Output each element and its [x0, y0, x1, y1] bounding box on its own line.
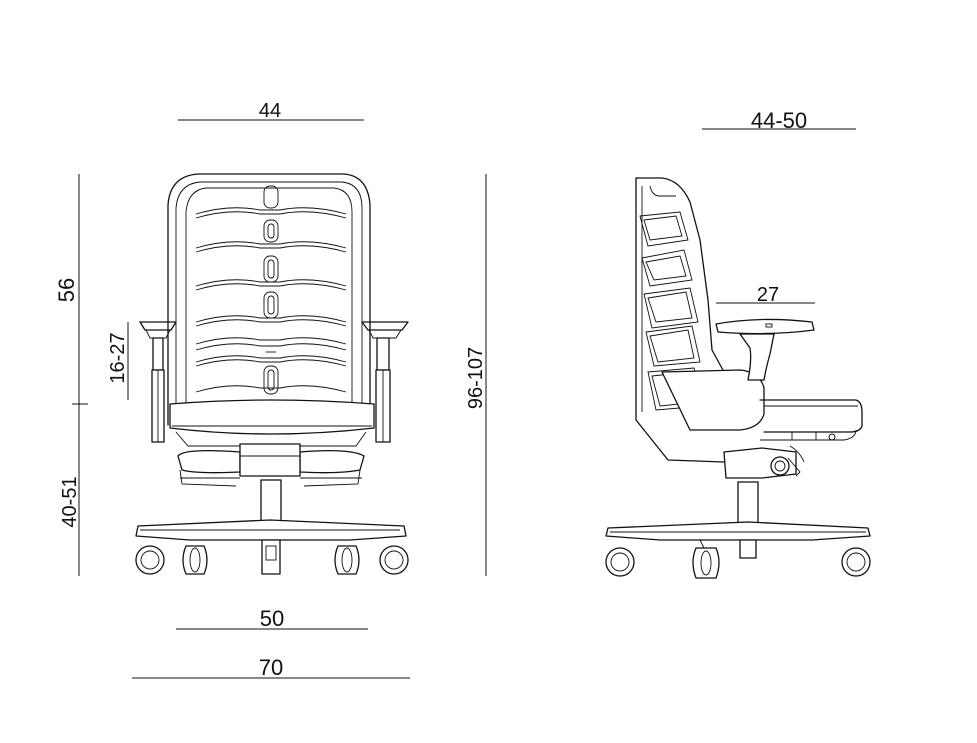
backrest-slats — [195, 207, 347, 393]
dim-armrest-width: 27 — [757, 284, 779, 306]
seat-front — [169, 399, 375, 447]
dim-total-height: 96-107 — [465, 347, 487, 409]
gas-cylinder-side — [737, 481, 759, 527]
dim-seat-depth: 44-50 — [751, 108, 807, 133]
front-view — [135, 173, 409, 575]
base-side — [605, 521, 871, 559]
right-armrest — [361, 321, 409, 443]
dimension-lines — [72, 119, 856, 679]
dim-backrest-height: 56 — [54, 278, 79, 302]
backrest-frame — [167, 173, 371, 426]
mechanism-front — [177, 443, 365, 487]
backrest-inner-frame — [175, 181, 363, 420]
side-view — [605, 177, 871, 579]
base-front — [135, 519, 407, 575]
dim-seat-height: 40-51 — [59, 476, 81, 527]
backrest-side — [635, 177, 755, 463]
left-armrest — [139, 321, 177, 443]
armrest-side — [715, 318, 815, 381]
gas-cylinder-front — [260, 479, 282, 525]
backrest-spine — [263, 185, 279, 395]
mechanism-side — [723, 445, 805, 479]
dim-base-width: 70 — [259, 655, 283, 680]
dim-seat-width: 44 — [259, 100, 281, 122]
casters-front — [135, 545, 409, 575]
dim-seat-frame-width: 50 — [260, 606, 284, 631]
dim-armrest-height: 16-27 — [107, 332, 129, 383]
casters-side — [605, 547, 871, 579]
